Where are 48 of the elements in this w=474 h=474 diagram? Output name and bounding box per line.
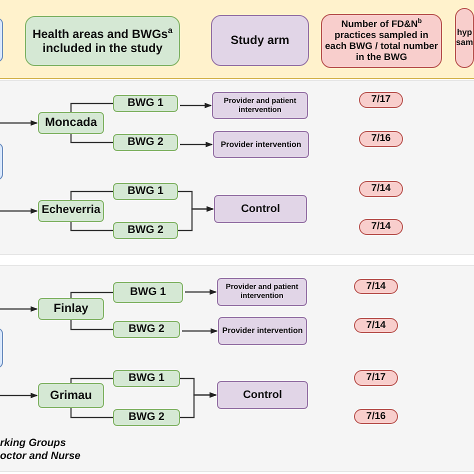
area-box: BWG 1: [113, 183, 178, 200]
connector-line: [70, 408, 113, 418]
connector-line: [70, 320, 113, 330]
arrow: [185, 289, 217, 295]
arrow: [182, 328, 218, 334]
count-pill: 7/16: [359, 131, 403, 147]
count-pill: 7/17: [354, 370, 398, 386]
connector-line: [70, 378, 113, 383]
connector-line: [70, 222, 113, 232]
arrow: [180, 142, 213, 148]
area-box: BWG 2: [113, 134, 178, 151]
header-box: hyp sam: [455, 8, 474, 68]
arm-box: Provider intervention: [218, 317, 307, 345]
arrow: [178, 206, 214, 232]
count-pill: 7/14: [354, 279, 398, 294]
connector-line: [70, 134, 113, 144]
arm-box: Control: [214, 195, 307, 223]
area-box: BWG 1: [113, 282, 183, 303]
footnote: octor and Nurse: [0, 450, 81, 462]
count-pill: 7/17: [359, 92, 403, 108]
area-box: BWG 1: [113, 370, 180, 387]
header-box: Health areas and BWGs$^{a}$ included in the study: [25, 16, 180, 66]
arrow: [0, 208, 38, 214]
area-box: BWG 1: [113, 95, 178, 112]
arrow: [180, 102, 212, 108]
arrow: [0, 120, 38, 126]
area-box: Grimau: [38, 383, 104, 408]
count-pill: 7/14: [354, 318, 398, 333]
header-box: Number of FD&N$^{b}$ practices sampled in each BWG / total number in the BWG: [321, 14, 442, 68]
area-box: BWG 2: [113, 222, 178, 239]
count-pill: 7/16: [354, 409, 398, 424]
header-box: Study arm: [211, 15, 309, 66]
arrow: [0, 306, 38, 312]
arrow: [0, 392, 38, 398]
area-box: BWG 2: [113, 409, 180, 426]
arrow: [180, 392, 217, 418]
connector-line: [70, 190, 113, 200]
area-box: BWG 2: [113, 321, 180, 338]
area-box: Finlay: [38, 298, 104, 320]
arm-box: Provider intervention: [213, 131, 309, 158]
area-box: Moncada: [38, 112, 104, 134]
footnote: rking Groups: [0, 437, 66, 449]
connector-line: [70, 292, 113, 298]
connector-line: [70, 102, 113, 112]
arm-box: Control: [217, 381, 308, 409]
count-pill: 7/14: [359, 219, 403, 235]
count-pill: 7/14: [359, 181, 403, 197]
area-box: Echeverria: [38, 200, 104, 222]
